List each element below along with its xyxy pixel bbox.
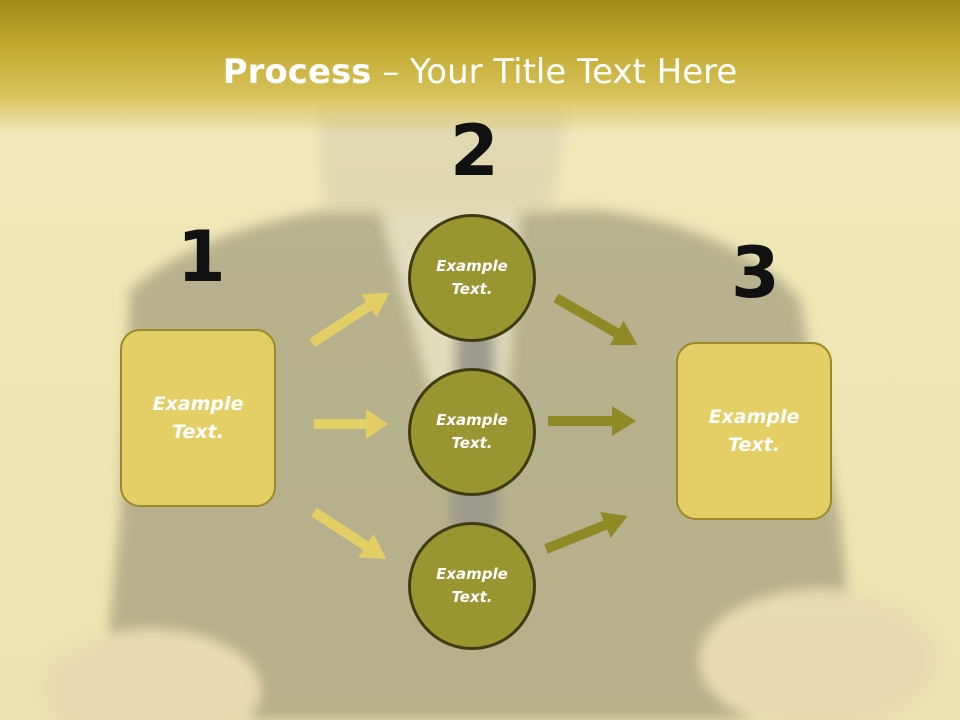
left-arrows bbox=[309, 292, 390, 559]
step-2-circle-top: Example Text. bbox=[408, 214, 536, 342]
step-3-box: Example Text. bbox=[676, 342, 832, 520]
title-band bbox=[0, 0, 960, 135]
arrow-right-middle bbox=[548, 406, 636, 436]
arrow-left-lower bbox=[311, 507, 387, 559]
step-3-text: Example Text. bbox=[708, 405, 800, 457]
step-1-text: Example Text. bbox=[152, 392, 244, 444]
step-number-2: 2 bbox=[450, 110, 499, 192]
slide-title: Process – Your Title Text Here bbox=[0, 52, 960, 92]
circle-middle-text: Example Text. bbox=[436, 410, 508, 452]
arrow-right-lower bbox=[544, 512, 628, 554]
step-1-box: Example Text. bbox=[120, 329, 276, 507]
step-number-3: 3 bbox=[731, 232, 780, 314]
arrow-left-middle bbox=[314, 409, 388, 439]
step-2-circle-middle: Example Text. bbox=[408, 368, 536, 496]
step-number-1: 1 bbox=[177, 216, 226, 298]
arrow-right-upper bbox=[553, 293, 638, 346]
title-rest: – Your Title Text Here bbox=[371, 52, 738, 92]
arrow-left-upper bbox=[309, 292, 390, 348]
circle-bottom-text: Example Text. bbox=[436, 564, 508, 606]
step-2-circle-bottom: Example Text. bbox=[408, 522, 536, 650]
title-bold: Process bbox=[222, 52, 372, 92]
right-arrows bbox=[544, 293, 638, 554]
circle-top-text: Example Text. bbox=[436, 256, 508, 298]
